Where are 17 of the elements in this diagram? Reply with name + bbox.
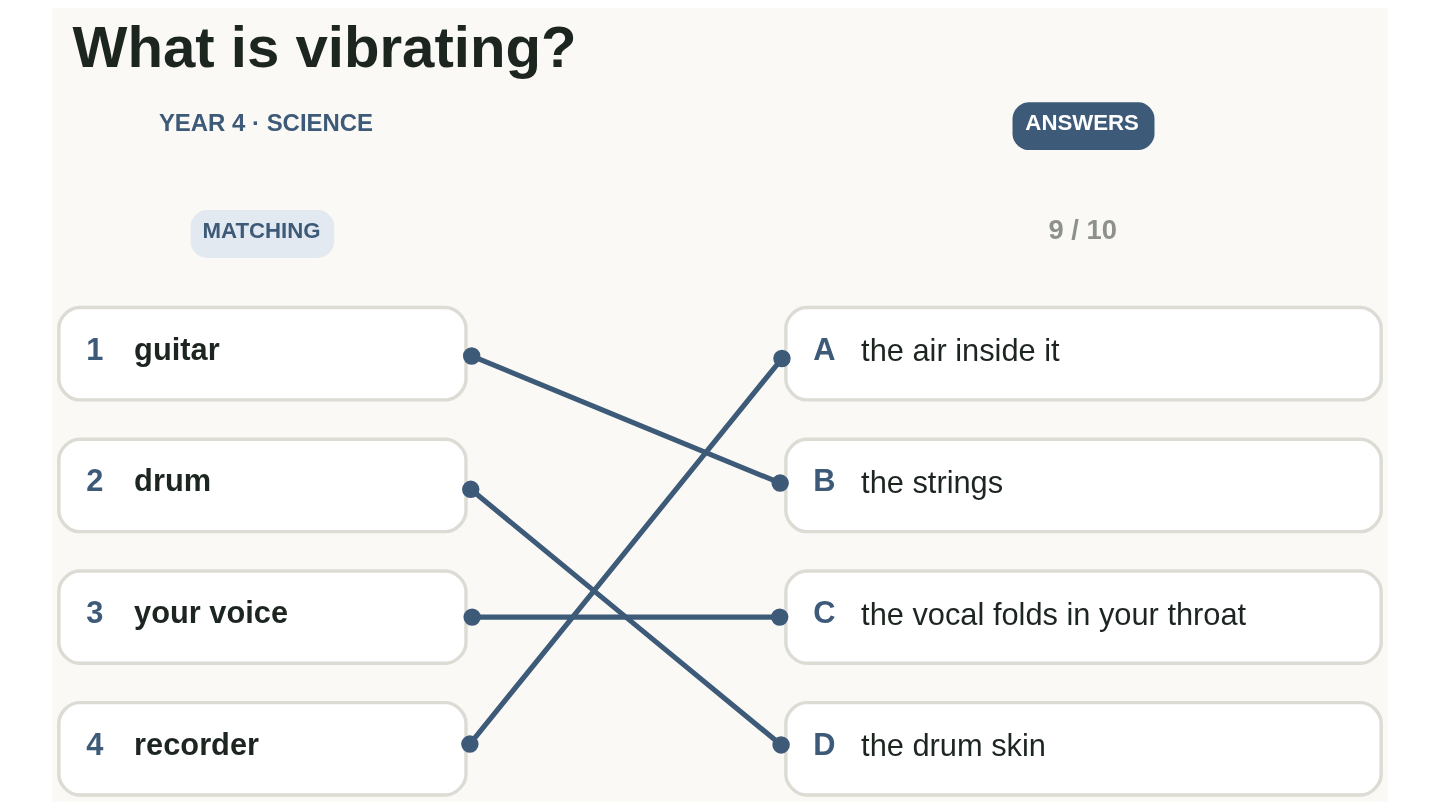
label: ANSWERS (1025, 110, 1139, 136)
connector (461, 349, 791, 753)
diagram-title: What is vibrating? (72, 13, 577, 79)
label: MATCHING (202, 218, 321, 244)
node-box: 2 drum (57, 437, 468, 534)
node-box: A the air inside it (784, 305, 1383, 402)
node-box: C the vocal folds in your throat (784, 569, 1383, 665)
node-box: D the drum skin (784, 700, 1383, 797)
node-box: 1 guitar (57, 305, 468, 402)
connector (462, 480, 790, 754)
label: YEAR 4 · SCIENCE (158, 108, 374, 136)
node-box: 3 your voice (57, 569, 468, 665)
label: 9 / 10 (1048, 213, 1117, 245)
node-box: 4 recorder (57, 700, 468, 797)
node-box: B the strings (784, 437, 1383, 534)
connector (463, 608, 789, 626)
connector (462, 347, 789, 492)
